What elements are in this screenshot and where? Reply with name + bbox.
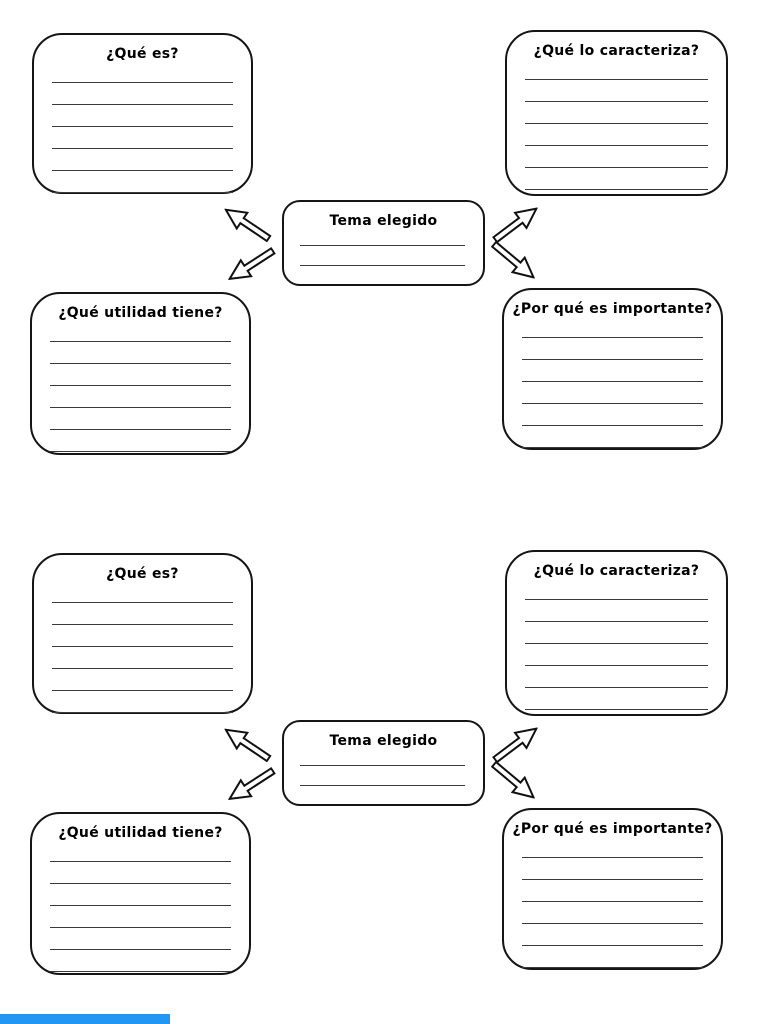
- writing-line: [525, 80, 708, 102]
- por-que-es-importante-box: ¿Por qué es importante?: [502, 288, 723, 450]
- writing-line: [50, 884, 231, 906]
- writing-line: [50, 862, 231, 884]
- tema-elegido-box: Tema elegido: [282, 720, 485, 806]
- writing-lines: [525, 578, 708, 710]
- writing-line: [50, 430, 231, 452]
- writing-line: [50, 950, 231, 972]
- box-title: ¿Qué lo caracteriza?: [533, 43, 700, 59]
- que-utilidad-tiene-box: ¿Qué utilidad tiene?: [30, 812, 251, 975]
- writing-line: [52, 171, 233, 193]
- writing-line: [522, 316, 703, 338]
- writing-line: [300, 226, 465, 246]
- writing-line: [525, 688, 708, 710]
- writing-line: [52, 149, 233, 171]
- writing-line: [52, 83, 233, 105]
- writing-lines: [52, 581, 233, 713]
- writing-line: [525, 124, 708, 146]
- arrow-up-right-icon: [488, 199, 544, 249]
- writing-line: [522, 902, 703, 924]
- organizer-section-bottom: ¿Qué es? ¿Qué lo caracteriza?: [0, 520, 768, 1024]
- writing-line: [522, 382, 703, 404]
- writing-line: [522, 924, 703, 946]
- que-es-box: ¿Qué es?: [32, 33, 253, 194]
- writing-line: [525, 666, 708, 688]
- writing-line: [525, 622, 708, 644]
- writing-line: [50, 840, 231, 862]
- organizer-section-top: ¿Qué es? ¿Qué lo caracteriza?: [30, 30, 728, 455]
- writing-line: [525, 168, 708, 190]
- box-title: ¿Qué es?: [106, 46, 179, 62]
- arrow-up-right-icon: [488, 719, 544, 769]
- writing-lines: [522, 316, 703, 448]
- writing-lines: [50, 840, 231, 972]
- que-lo-caracteriza-box: ¿Qué lo caracteriza?: [505, 30, 728, 196]
- box-title: ¿Por qué es importante?: [512, 821, 713, 837]
- que-es-box: ¿Qué es?: [32, 553, 253, 714]
- writing-line: [522, 836, 703, 858]
- writing-line: [522, 360, 703, 382]
- writing-line: [525, 146, 708, 168]
- writing-line: [50, 320, 231, 342]
- writing-line: [300, 246, 465, 266]
- writing-line: [52, 127, 233, 149]
- loading-progress-bar: [0, 1014, 170, 1024]
- writing-line: [525, 644, 708, 666]
- arrow-down-left-icon: [222, 241, 279, 289]
- writing-line: [50, 928, 231, 950]
- arrow-down-right-icon: [486, 235, 542, 287]
- box-title: ¿Por qué es importante?: [512, 301, 713, 317]
- writing-line: [522, 946, 703, 968]
- writing-line: [525, 58, 708, 80]
- writing-lines: [525, 58, 708, 190]
- writing-line: [525, 102, 708, 124]
- writing-line: [50, 906, 231, 928]
- writing-line: [522, 338, 703, 360]
- por-que-es-importante-box: ¿Por qué es importante?: [502, 808, 723, 970]
- writing-lines: [50, 320, 231, 452]
- writing-line: [525, 578, 708, 600]
- writing-line: [300, 766, 465, 786]
- writing-line: [52, 625, 233, 647]
- tema-elegido-box: Tema elegido: [282, 200, 485, 286]
- que-utilidad-tiene-box: ¿Qué utilidad tiene?: [30, 292, 251, 455]
- box-title: Tema elegido: [329, 213, 438, 229]
- writing-line: [50, 364, 231, 386]
- writing-lines: [52, 61, 233, 193]
- writing-line: [522, 426, 703, 448]
- arrow-up-left-icon: [218, 200, 275, 248]
- que-lo-caracteriza-box: ¿Qué lo caracteriza?: [505, 550, 728, 716]
- writing-line: [522, 880, 703, 902]
- box-title: Tema elegido: [329, 733, 438, 749]
- box-title: ¿Qué es?: [106, 566, 179, 582]
- writing-line: [52, 647, 233, 669]
- writing-line: [50, 408, 231, 430]
- arrow-down-left-icon: [222, 761, 279, 809]
- writing-lines: [300, 746, 465, 786]
- box-title: ¿Qué utilidad tiene?: [58, 305, 223, 321]
- writing-line: [522, 858, 703, 880]
- writing-line: [525, 600, 708, 622]
- writing-line: [52, 603, 233, 625]
- writing-line: [522, 404, 703, 426]
- writing-lines: [300, 226, 465, 266]
- writing-line: [52, 105, 233, 127]
- box-title: ¿Qué utilidad tiene?: [58, 825, 223, 841]
- writing-line: [52, 669, 233, 691]
- writing-line: [300, 746, 465, 766]
- writing-lines: [522, 836, 703, 968]
- writing-line: [50, 386, 231, 408]
- writing-line: [52, 581, 233, 603]
- writing-line: [52, 691, 233, 713]
- arrow-down-right-icon: [486, 755, 542, 807]
- arrow-up-left-icon: [218, 720, 275, 768]
- box-title: ¿Qué lo caracteriza?: [533, 563, 700, 579]
- writing-line: [50, 342, 231, 364]
- writing-line: [52, 61, 233, 83]
